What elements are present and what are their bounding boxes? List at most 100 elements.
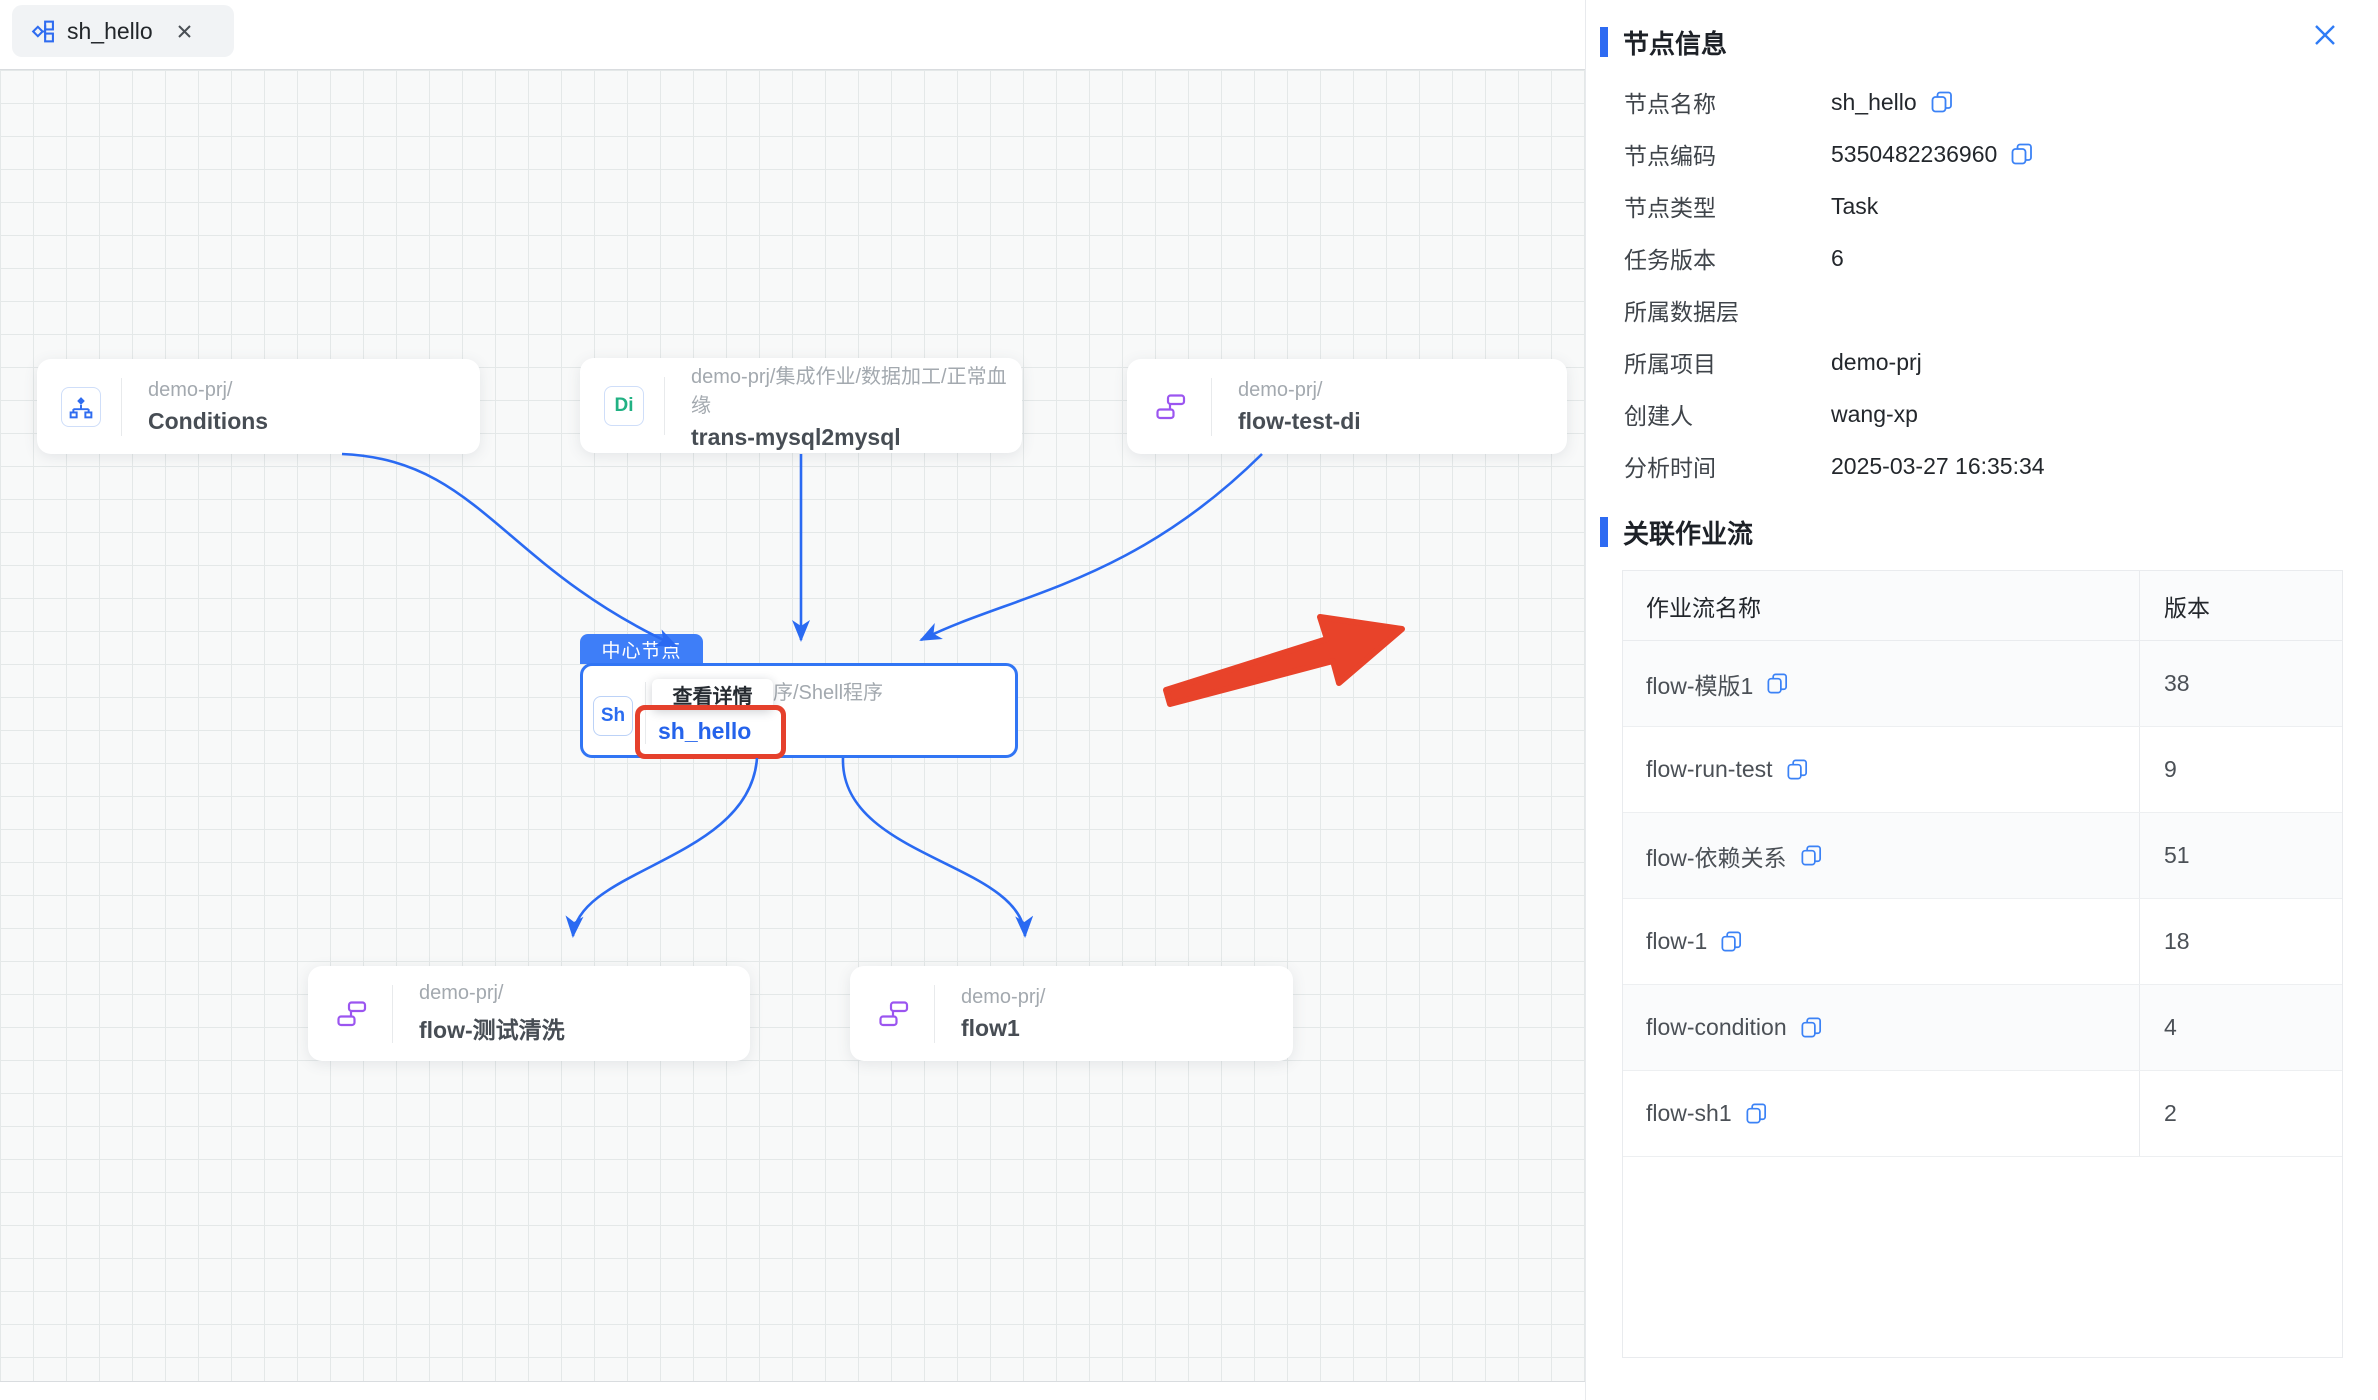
workflow-row: flow-sh1 2 bbox=[1623, 1071, 2342, 1157]
node-name: flow-test-di bbox=[1238, 407, 1361, 434]
info-field-row: 节点类型 Task bbox=[1586, 180, 2378, 232]
workflow-icon bbox=[874, 994, 914, 1034]
tab-bar: sh_hello bbox=[0, 0, 1585, 69]
workflow-name: flow-模版1 bbox=[1646, 672, 1754, 699]
field-label: 节点编码 bbox=[1624, 143, 1716, 169]
workflow-row: flow-run-test 9 bbox=[1623, 727, 2342, 813]
di-icon: Di bbox=[604, 385, 644, 426]
workflow-name: flow-依赖关系 bbox=[1646, 844, 1787, 871]
field-label: 创建人 bbox=[1624, 403, 1693, 429]
field-label: 分析时间 bbox=[1624, 455, 1716, 481]
info-field-row: 所属数据层 bbox=[1586, 284, 2378, 336]
graph-node-flow-qingxi[interactable]: demo-prj/ flow-测试清洗 bbox=[308, 966, 750, 1061]
graph-node-flow1[interactable]: demo-prj/ flow1 bbox=[850, 966, 1293, 1061]
copy-icon[interactable] bbox=[1765, 671, 1790, 696]
field-label: 节点类型 bbox=[1624, 195, 1716, 221]
tab-sh-hello[interactable]: sh_hello bbox=[12, 5, 234, 57]
workflow-version: 4 bbox=[2164, 1014, 2177, 1040]
panel-close-icon[interactable] bbox=[2308, 18, 2342, 52]
sh-icon: Sh bbox=[593, 696, 633, 736]
info-field-row: 节点名称 sh_hello bbox=[1586, 76, 2378, 128]
edge-flowtestdi-center bbox=[919, 453, 1263, 642]
section-workflows: 关联作业流 bbox=[1600, 517, 2378, 549]
workflow-row: flow-1 18 bbox=[1623, 899, 2342, 985]
workflow-table: 作业流名称 版本 flow-模版1 38 flow-run-test 9 flo… bbox=[1622, 570, 2343, 1358]
divider bbox=[392, 984, 393, 1043]
workflow-icon bbox=[1151, 387, 1191, 427]
node-path: demo-prj/ bbox=[1238, 378, 1323, 401]
info-field-row: 分析时间 2025-03-27 16:35:34 bbox=[1586, 440, 2378, 492]
workflow-name: flow-condition bbox=[1646, 1014, 1787, 1040]
copy-icon[interactable] bbox=[1744, 1101, 1769, 1126]
tab-close-icon[interactable] bbox=[175, 22, 194, 41]
conditions-icon bbox=[61, 386, 101, 427]
node-name: flow1 bbox=[961, 1014, 1020, 1041]
info-field-row: 任务版本 6 bbox=[1586, 232, 2378, 284]
section-title-text: 关联作业流 bbox=[1623, 518, 1754, 549]
field-label: 所属数据层 bbox=[1624, 299, 1739, 325]
workflow-row: flow-依赖关系 51 bbox=[1623, 813, 2342, 899]
node-path: demo-prj/集成作业/数据加工/正常血缘 bbox=[691, 366, 1007, 417]
section-title-text: 节点信息 bbox=[1623, 28, 1728, 59]
divider bbox=[645, 682, 646, 744]
field-label: 所属项目 bbox=[1624, 351, 1716, 377]
red-highlight-rectangle bbox=[635, 705, 786, 759]
tab-title: sh_hello bbox=[67, 17, 153, 44]
divider bbox=[664, 376, 665, 435]
node-detail-panel: 节点信息 节点名称 sh_hello 节点编码 5350482236960 bbox=[1585, 0, 2378, 1400]
workflow-table-header: 作业流名称 版本 bbox=[1623, 571, 2342, 641]
node-path: demo-prj/ bbox=[961, 985, 1046, 1008]
node-path: demo-prj/ bbox=[419, 982, 504, 1004]
workflow-version: 2 bbox=[2164, 1100, 2177, 1126]
column-header-name: 作业流名称 bbox=[1646, 594, 1761, 621]
copy-icon[interactable] bbox=[1719, 929, 1744, 954]
lineage-canvas[interactable]: demo-prj/ Conditions Di demo-prj/集成作业/数据… bbox=[0, 69, 1585, 1382]
graph-node-trans-mysql2mysql[interactable]: Di demo-prj/集成作业/数据加工/正常血缘 trans-mysql2m… bbox=[580, 358, 1022, 453]
workflow-version: 51 bbox=[2164, 842, 2190, 868]
center-node-badge: 中心节点 bbox=[580, 634, 703, 664]
field-value: 5350482236960 bbox=[1831, 140, 1998, 167]
workflow-icon bbox=[332, 994, 372, 1034]
graph-node-conditions[interactable]: demo-prj/ Conditions bbox=[37, 359, 480, 454]
section-accent-bar bbox=[1600, 517, 1608, 547]
node-info-fields: 节点名称 sh_hello 节点编码 5350482236960 节点类型 Ta… bbox=[1586, 76, 2378, 492]
graph-node-sh-hello-center[interactable]: Sh 序/Shell程序 sh_hello 查看详情 bbox=[580, 663, 1018, 759]
field-value: sh_hello bbox=[1831, 88, 1917, 115]
workflow-version: 38 bbox=[2164, 670, 2190, 696]
section-accent-bar bbox=[1600, 27, 1608, 57]
workflow-name: flow-run-test bbox=[1646, 756, 1773, 782]
edge-conditions-center bbox=[341, 452, 678, 648]
divider bbox=[934, 984, 935, 1043]
edge-center-qingxi bbox=[565, 757, 759, 938]
info-field-row: 所属项目 demo-prj bbox=[1586, 336, 2378, 388]
field-value: demo-prj bbox=[1831, 348, 1922, 375]
node-name: Conditions bbox=[148, 407, 269, 434]
info-field-row: 节点编码 5350482236960 bbox=[1586, 128, 2378, 180]
field-value: 6 bbox=[1831, 244, 1844, 271]
info-field-row: 创建人 wang-xp bbox=[1586, 388, 2378, 440]
workflow-version: 9 bbox=[2164, 756, 2177, 782]
field-label: 节点名称 bbox=[1624, 91, 1716, 117]
workflow-version: 18 bbox=[2164, 928, 2190, 954]
node-name: trans-mysql2mysql bbox=[691, 424, 901, 450]
workflow-name: flow-sh1 bbox=[1646, 1100, 1732, 1126]
field-value: 2025-03-27 16:35:34 bbox=[1831, 452, 2045, 479]
copy-icon[interactable] bbox=[2009, 141, 2035, 167]
workflow-name: flow-1 bbox=[1646, 928, 1708, 954]
copy-icon[interactable] bbox=[1799, 843, 1824, 868]
workflow-row: flow-模版1 38 bbox=[1623, 641, 2342, 727]
graph-node-flow-test-di[interactable]: demo-prj/ flow-test-di bbox=[1127, 359, 1567, 454]
edge-center-flow1 bbox=[841, 757, 1034, 938]
workflow-row: flow-condition 4 bbox=[1623, 985, 2342, 1071]
copy-icon[interactable] bbox=[1785, 757, 1810, 782]
section-node-info: 节点信息 bbox=[1600, 27, 2378, 59]
copy-icon[interactable] bbox=[1799, 1015, 1824, 1040]
field-value: wang-xp bbox=[1831, 400, 1918, 427]
view-details-tooltip[interactable]: 查看详情 bbox=[652, 679, 773, 710]
copy-icon[interactable] bbox=[1929, 89, 1955, 115]
field-label: 任务版本 bbox=[1624, 247, 1716, 273]
node-path-partial: 序/Shell程序 bbox=[773, 682, 884, 704]
node-path: demo-prj/ bbox=[148, 378, 233, 401]
node-name: sh_hello bbox=[658, 718, 752, 744]
divider bbox=[1211, 377, 1212, 436]
